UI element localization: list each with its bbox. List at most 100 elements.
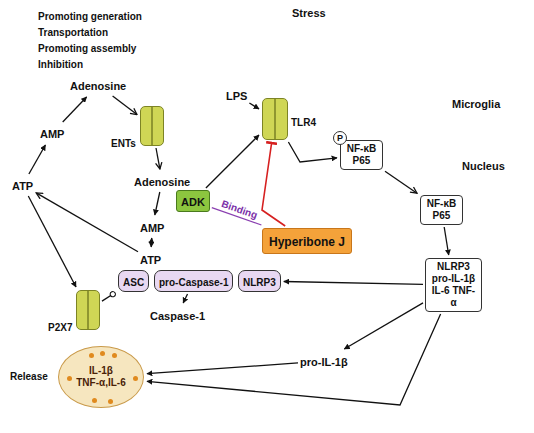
inflammasome-component: pro-Caspase-1: [154, 270, 233, 292]
node-text: Nucleus: [462, 160, 505, 172]
metabolite-label: LPS: [226, 86, 247, 104]
granule-dot: [100, 351, 105, 356]
protein-box: NF-κB P65: [340, 140, 383, 170]
arrow-connector: [102, 293, 115, 301]
nucleus-outline: [390, 145, 534, 345]
label-slot: Microglia: [452, 94, 500, 112]
scissors-icon: [193, 345, 214, 361]
secretory-vesicle: IL-1βTNF-α,IL-6: [58, 346, 144, 408]
label-slot: Promoting generation: [38, 6, 142, 24]
figure-label: Release: [10, 371, 48, 383]
figure-label: Microglia: [452, 98, 500, 110]
metabolite-label: ATP: [12, 176, 33, 194]
arrow-connector: [63, 97, 87, 122]
arrow-connector: [155, 192, 160, 215]
protein-box: NLRP3 pro-IL-1β IL-6 TNF-α: [425, 258, 482, 312]
label-slot: Promoting assembly: [38, 38, 136, 56]
arrow-connector: [206, 135, 259, 188]
legend-samples: [4, 9, 33, 65]
enzyme-box: ADK: [176, 190, 210, 212]
legend-text: Promoting generation: [38, 11, 142, 23]
protein-box: NF-κB P65: [420, 195, 463, 225]
granule-dot: [92, 398, 97, 403]
legend-text: Transportation: [38, 27, 108, 39]
arrow-connector: [29, 145, 46, 174]
label-slot: Release: [10, 366, 48, 384]
nucleus-membrane: [391, 146, 534, 344]
node-text: AMP: [140, 222, 164, 234]
microglia-cell: [55, 104, 534, 433]
figure-label: Stress: [292, 7, 326, 19]
node-text: P2X7: [48, 322, 72, 334]
complex-outline: [113, 266, 286, 296]
node-text: pro-IL-1β: [300, 356, 348, 368]
node-text: ADK: [181, 196, 205, 208]
arrow-connector: [284, 282, 423, 285]
edge-label: Binding: [219, 198, 258, 222]
molecule-structure: [286, 173, 335, 222]
metabolite-label: Adenosine: [70, 76, 126, 94]
metabolite-label: Caspase-1: [150, 306, 205, 324]
node-text: ATP: [12, 180, 33, 192]
legend-text: Promoting assembly: [38, 43, 136, 55]
node-text: Hyperibone J: [269, 235, 345, 249]
arrow-connector: [147, 363, 298, 374]
arrow-connector: [156, 148, 160, 169]
arrow-connector: [262, 143, 285, 226]
label-slot: Binding: [219, 193, 260, 222]
node-text: AMP: [40, 128, 64, 140]
node-text: TLR4: [291, 117, 316, 129]
label-slot: Inhibition: [38, 54, 83, 72]
arrow-connector: [113, 96, 137, 115]
arrow-connector: [444, 227, 449, 255]
node-text: NF-κB P65: [425, 198, 458, 222]
arrow-connector: [147, 314, 441, 405]
node-text: P: [337, 133, 343, 143]
node-text: LPS: [226, 90, 247, 102]
node-text: Caspase-1: [150, 310, 205, 322]
membrane-transporter: TLR4: [262, 98, 288, 140]
arrow-connector: [151, 238, 153, 247]
node-text: TNF-α,IL-6: [76, 377, 125, 389]
metabolite-label: ATP: [140, 250, 161, 268]
label-slot: Transportation: [38, 22, 108, 40]
arrow-connector: [344, 303, 423, 349]
arrow-connector: [28, 196, 76, 287]
node-text: NLRP3 pro-IL-1β IL-6 TNF-α: [430, 261, 477, 309]
phosphate-circle: P: [333, 131, 347, 145]
node-text: pro-Caspase-1: [159, 277, 228, 289]
inflammasome-component: NLRP3: [238, 270, 281, 292]
node-text: ENTs: [111, 138, 136, 150]
brain-figure: [367, 7, 523, 87]
label-slot: Stress: [292, 3, 326, 21]
node-text: ASC: [123, 277, 144, 289]
metabolite-label: AMP: [40, 124, 64, 142]
inflammasome-component: ASC: [118, 270, 149, 292]
nucleus: NucleusNF-κB P65NLRP3 pro-IL-1β IL-6 TNF…: [390, 145, 534, 345]
dna-helix: [470, 229, 530, 244]
metabolite-label: pro-IL-1β: [300, 352, 348, 370]
granule-dot: [133, 376, 138, 381]
compound-box: Hyperibone J: [262, 228, 352, 254]
arrow-connector: [183, 294, 187, 303]
arrow-connector: [249, 103, 259, 109]
granule-dot: [108, 399, 113, 404]
legend-text: Inhibition: [38, 59, 83, 71]
membrane-transporter: P2X7: [76, 290, 100, 330]
metabolite-label: Adenosine: [134, 172, 190, 190]
granule-dot: [67, 376, 72, 381]
arrow-connector: [288, 142, 337, 162]
node-text: Adenosine: [134, 176, 190, 188]
membrane-transporter: ENTs: [140, 106, 164, 146]
metabolite-label: AMP: [140, 218, 164, 236]
node-text: IL-1β: [89, 365, 113, 377]
node-text: NLRP3: [243, 277, 276, 289]
node-text: Adenosine: [70, 80, 126, 92]
arrow-connector: [385, 171, 417, 193]
granule-dot: [89, 353, 94, 358]
granule-dot: [112, 353, 117, 358]
node-text: ATP: [140, 254, 161, 266]
node-text: NF-κB P65: [345, 143, 378, 167]
arrow-connector: [36, 193, 138, 252]
